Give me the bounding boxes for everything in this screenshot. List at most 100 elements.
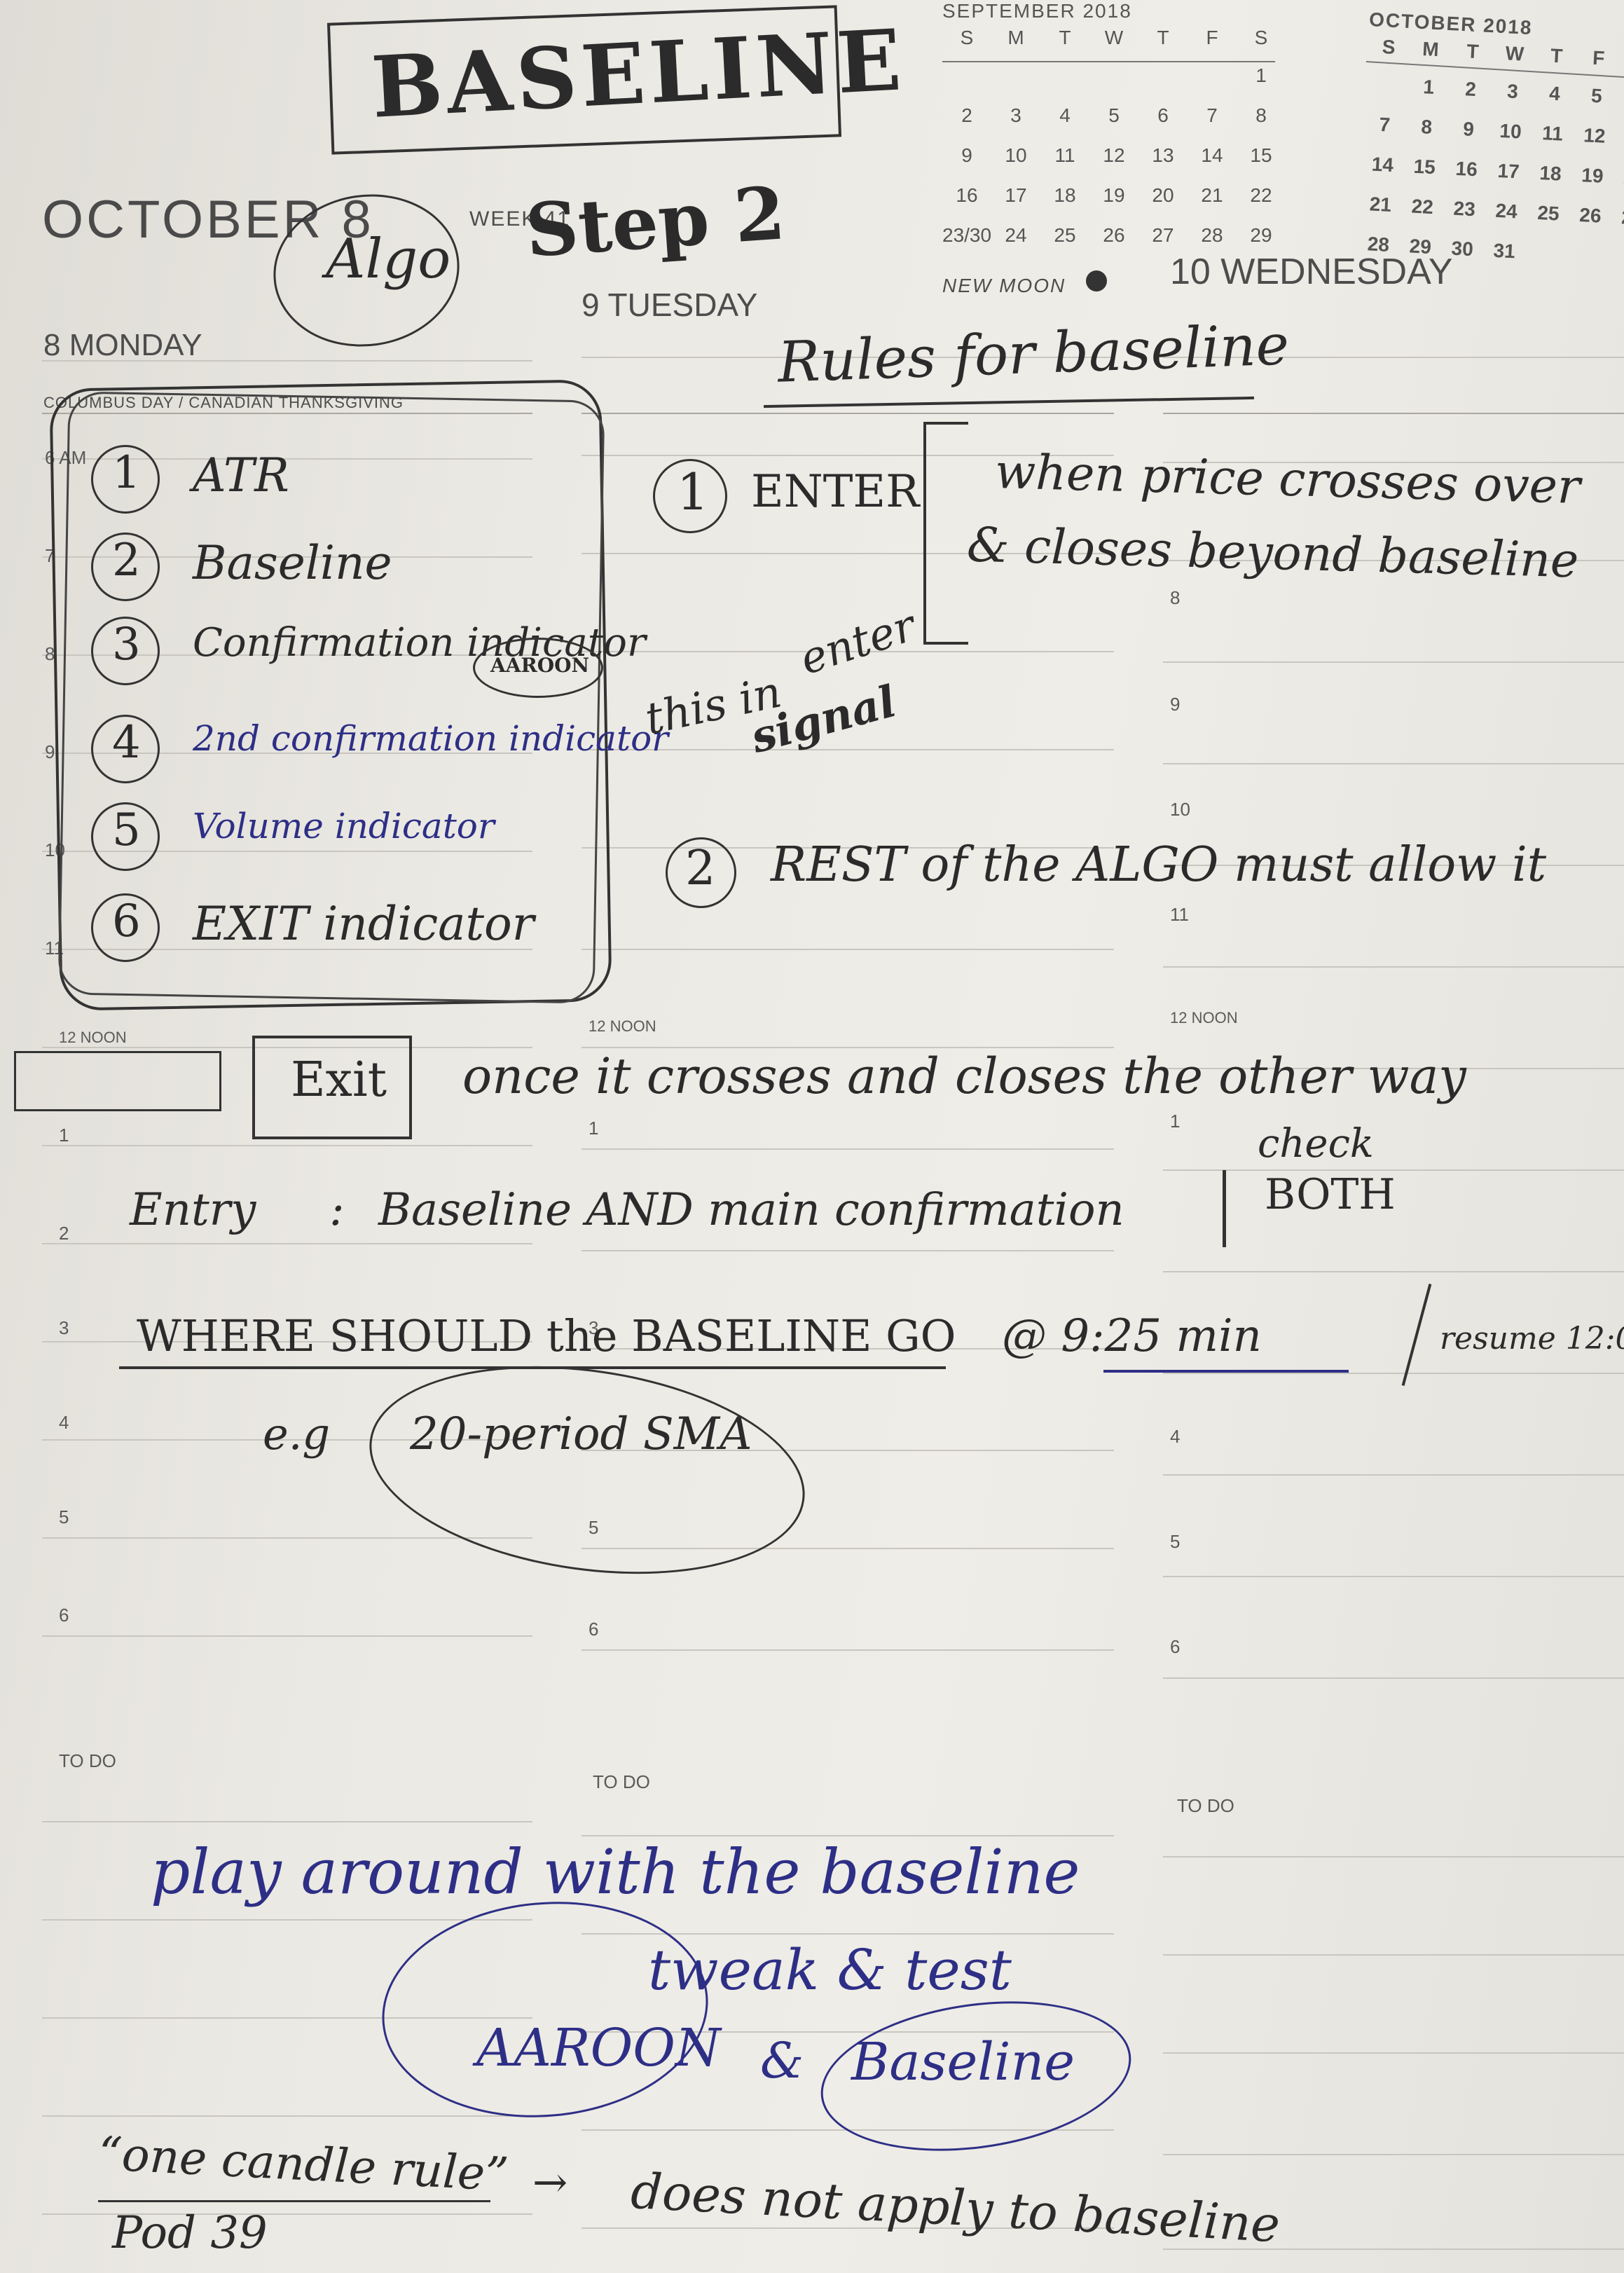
day-head: S [960,27,974,48]
calendar-day: 5 [1590,84,1603,107]
step-note: Step 2 [523,170,788,274]
list-item-text: Volume indicator [193,806,495,846]
hour-label: 1 [1170,1111,1181,1132]
hour-label: 5 [1170,1531,1181,1552]
hour-label: 7 [45,545,55,566]
hour-label: 12 NOON [1170,1009,1238,1026]
list-number: 1 [112,447,141,499]
aaroon-tag-circle [473,638,603,698]
calendar-day: 24 [1494,199,1518,223]
day-head: F [1592,46,1606,69]
list-number: 5 [112,804,141,856]
hour-label: 6 AM [45,447,87,468]
day-head: F [1206,27,1218,48]
calendar-day: 25 [1054,224,1076,246]
new-moon: NEW MOON [942,275,1066,296]
calendar-day: 24 [1005,224,1027,246]
hour-label: 9 [45,741,55,762]
time-underline [1103,1370,1349,1373]
calendar-day: 28 [1201,224,1223,246]
week-number: WEEK 41 [469,207,571,231]
calendar-day: 22 [1410,195,1434,219]
list-number-circle [91,617,160,685]
hour-label: 3 [59,1317,69,1338]
list-item-text: 2nd confirmation indicator [193,718,669,759]
calendar-day: 4 [1059,104,1071,126]
hour-label: 4 [1170,1426,1181,1447]
list-number: 3 [112,619,141,671]
rule2-num: 2 [685,841,716,896]
list-number: 4 [112,717,141,769]
exit-text: once it crosses and closes the other way [462,1048,1466,1105]
calendar-day: 21 [1201,184,1223,206]
calendar-day: 27 [1152,224,1174,246]
list-number-circle [91,445,160,514]
check-note: check [1258,1121,1374,1167]
list-number-circle [91,802,160,871]
calendar-day: 2 [1464,78,1477,101]
aaroon-tag: AAROON [490,654,590,677]
calendar-day: 23/30 [942,224,992,246]
sma-text: 20-period SMA [410,1408,752,1460]
calendar-day: 12 [1103,144,1125,166]
hour-label: 1 [59,1125,69,1146]
calendar-day: 17 [1005,184,1027,206]
calendar-day: 11 [1054,144,1075,166]
exit-label: Exit [291,1052,387,1108]
calendar-day: 16 [956,184,978,206]
time-text: @ 9:25 min [1002,1310,1262,1362]
calendar-day: 11 [1541,122,1564,145]
calendar-day: 14 [1201,144,1223,166]
calendar-day: 10 [1005,144,1027,166]
hour-label: 8 [1170,587,1181,608]
list-number-circle [91,893,160,962]
day-head: M [1422,38,1440,61]
amp-text: & [760,2032,804,2089]
hour-label: 2 [59,1223,69,1244]
hour-label: 3 [589,1317,599,1338]
hour-label: 6 [59,1605,69,1626]
day-head: T [1157,27,1169,48]
calendar-day: 14 [1370,153,1394,177]
pod-text: Pod 39 [112,2207,268,2259]
day-label-monday: 8 MONDAY [43,328,202,362]
calendar-day: 3 [1010,104,1021,126]
list-item-text: EXIT indicator [193,897,535,951]
calendar-day: 17 [1496,159,1520,183]
hour-label: 11 [1170,904,1189,925]
calendar-day: 15 [1250,144,1272,166]
calendar-day: 25 [1536,201,1560,225]
algo-note: Algo [326,228,451,291]
calendar-day: 18 [1054,184,1076,206]
hour-label: 4 [59,1412,69,1433]
page-date: OCTOBER 8 [42,190,374,249]
day-head: W [1104,27,1124,48]
new-moon-icon [1086,270,1107,291]
calendar-day: 8 [1420,116,1433,138]
aaroon-text: AAROON [476,2018,721,2078]
hour-label: 10 [1170,799,1190,820]
day-head: T [1550,44,1564,67]
calendar-day: 13 [1152,144,1174,166]
calendar-day: 23 [1452,197,1476,221]
rule1-bracket [923,422,968,645]
hour-label: 6 [1170,1636,1181,1657]
calendar-day [1609,263,1624,265]
day-head: W [1504,42,1525,65]
one-candle-underline [98,2200,490,2202]
calendar-day: 5 [1108,104,1120,126]
hour-label: 12 NOON [589,1017,656,1035]
calendar-day: 1 [1422,76,1435,98]
calendar-day: 16 [1454,157,1478,181]
list-number: 6 [112,895,141,947]
entry-label: Entry [130,1184,256,1236]
both-note: BOTH [1265,1170,1396,1219]
calendar-day: 9 [1462,118,1475,141]
todo-label-tuesday: TO DO [593,1771,650,1792]
day-head: M [1007,27,1024,48]
